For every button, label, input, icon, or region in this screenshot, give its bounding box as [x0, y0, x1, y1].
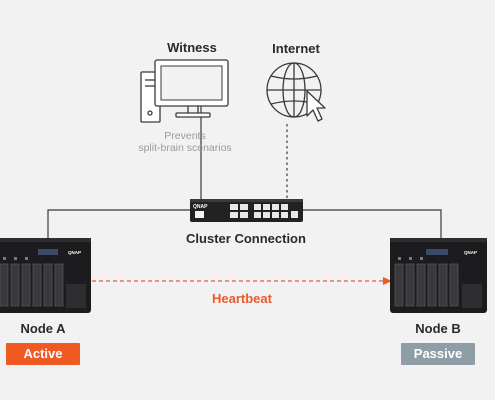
nas-device-node-a	[0, 238, 91, 313]
connection-line-node-a	[47, 209, 192, 238]
network-switch	[190, 199, 303, 222]
heartbeat-arrow	[92, 277, 392, 285]
witness-label: Witness	[167, 40, 217, 55]
heartbeat-label: Heartbeat	[212, 291, 272, 306]
internet-label: Internet	[272, 41, 320, 56]
cluster-connection-label: Cluster Connection	[186, 231, 306, 246]
switch-brand-logo: QNAP	[193, 204, 208, 210]
heartbeat-arrowhead-icon	[383, 277, 392, 285]
node-b-label: Node B	[415, 321, 461, 336]
desktop-computer-icon	[140, 59, 229, 123]
node-a-brand-logo: QNAP	[68, 250, 81, 255]
witness-note-line-1: Prevents	[164, 130, 206, 142]
witness-note-line-2: split-brain scenarios	[138, 142, 232, 154]
node-a-label: Node A	[20, 321, 66, 336]
nas-device-node-b	[390, 238, 487, 313]
globe-cursor-icon	[266, 62, 326, 122]
cluster-connection-lines	[47, 93, 442, 240]
connection-line-node-b	[302, 209, 442, 240]
node-b-brand-logo: QNAP	[464, 250, 477, 255]
node-a-status-badge: Active	[6, 343, 80, 365]
node-b-status-badge: Passive	[401, 343, 475, 365]
mouse-cursor-icon	[306, 90, 326, 122]
